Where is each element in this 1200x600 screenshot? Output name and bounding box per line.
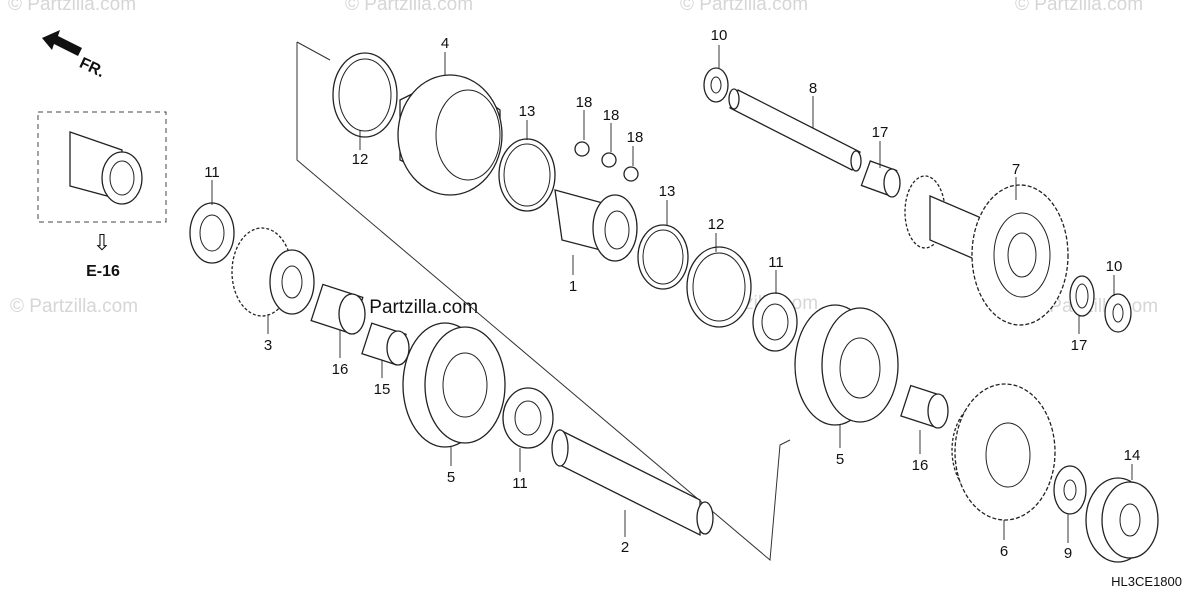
callout-box bbox=[37, 111, 167, 223]
ball-bearing-14 bbox=[1085, 477, 1159, 563]
watermark: © Partzilla.com bbox=[10, 296, 139, 317]
part-number-18: 18 bbox=[603, 107, 620, 124]
part-number-11: 11 bbox=[512, 475, 528, 492]
gear-5 bbox=[402, 322, 506, 448]
part-number-12: 12 bbox=[708, 216, 725, 233]
part-number-17: 17 bbox=[872, 124, 889, 141]
snap-ring-12 bbox=[332, 52, 398, 138]
subassembly-outline bbox=[296, 42, 791, 562]
part-number-1: 1 bbox=[569, 278, 577, 295]
part-number-16: 16 bbox=[332, 361, 349, 378]
washer-10 bbox=[703, 67, 729, 103]
part-number-9: 9 bbox=[1064, 545, 1072, 562]
washer-11 bbox=[502, 387, 554, 449]
snap-ring-13 bbox=[637, 224, 689, 290]
front-label: FR. bbox=[77, 55, 108, 81]
gear-6 bbox=[951, 383, 1056, 521]
watermark: © Partzilla.com bbox=[345, 0, 474, 15]
snap-ring-13 bbox=[498, 138, 556, 212]
part-number-10: 10 bbox=[711, 27, 728, 44]
needle-bearing-16 bbox=[310, 283, 366, 335]
countershaft-2 bbox=[551, 428, 714, 537]
steel-ball-18 bbox=[623, 166, 639, 182]
diagram-code: HL3CE1800 bbox=[1111, 574, 1182, 589]
gear-7 bbox=[904, 175, 1069, 326]
part-number-8: 8 bbox=[809, 80, 817, 97]
part-number-14: 14 bbox=[1124, 447, 1141, 464]
steel-ball-18 bbox=[601, 152, 617, 168]
part-number-4: 4 bbox=[441, 35, 449, 52]
washer-11 bbox=[752, 292, 798, 352]
part-number-7: 7 bbox=[1012, 161, 1020, 178]
front-arrow-icon bbox=[42, 30, 82, 56]
down-arrow-icon: ⇩ bbox=[93, 230, 111, 255]
callout-ref: E-16 bbox=[86, 263, 120, 280]
part-number-11: 11 bbox=[768, 254, 784, 271]
needle-bearing-15 bbox=[361, 322, 410, 366]
part-number-6: 6 bbox=[1000, 543, 1008, 560]
part-number-13: 13 bbox=[659, 183, 676, 200]
part-number-3: 3 bbox=[264, 337, 272, 354]
shift-sleeve-4 bbox=[397, 74, 503, 196]
washer-9 bbox=[1053, 465, 1087, 515]
watermark: © Partzilla.com bbox=[680, 0, 809, 15]
leader-lines bbox=[211, 45, 1133, 543]
part-number-5: 5 bbox=[447, 469, 455, 486]
gear-5 bbox=[794, 304, 899, 426]
part-number-11: 11 bbox=[204, 164, 220, 181]
part-number-2: 2 bbox=[621, 539, 629, 556]
gear-3 bbox=[231, 227, 315, 317]
callout-bearing bbox=[69, 131, 143, 205]
part-number-16: 16 bbox=[912, 457, 929, 474]
needle-bearing-17 bbox=[860, 160, 901, 198]
part-number-13: 13 bbox=[519, 103, 536, 120]
shaft-8 bbox=[728, 88, 862, 172]
part-number-5: 5 bbox=[836, 451, 844, 468]
washer-10 bbox=[1104, 293, 1132, 333]
partzilla-watermark: © Partzilla.com bbox=[350, 297, 479, 318]
watermark: © Partzilla.com bbox=[1015, 0, 1144, 15]
part-number-12: 12 bbox=[352, 151, 369, 168]
part-number-18: 18 bbox=[576, 94, 593, 111]
needle-bearing-16 bbox=[900, 384, 949, 429]
part-number-18: 18 bbox=[627, 129, 644, 146]
watermark: © Partzilla.com bbox=[8, 0, 137, 15]
needle-bearing-17 bbox=[1069, 275, 1095, 317]
subassembly-outline bbox=[296, 41, 331, 61]
snap-ring-12 bbox=[686, 246, 752, 328]
part-number-17: 17 bbox=[1071, 337, 1088, 354]
steel-ball-18 bbox=[574, 141, 590, 157]
splined-hub-1 bbox=[554, 189, 638, 262]
part-number-10: 10 bbox=[1106, 258, 1123, 275]
washer-11 bbox=[189, 202, 235, 264]
part-number-15: 15 bbox=[374, 381, 391, 398]
